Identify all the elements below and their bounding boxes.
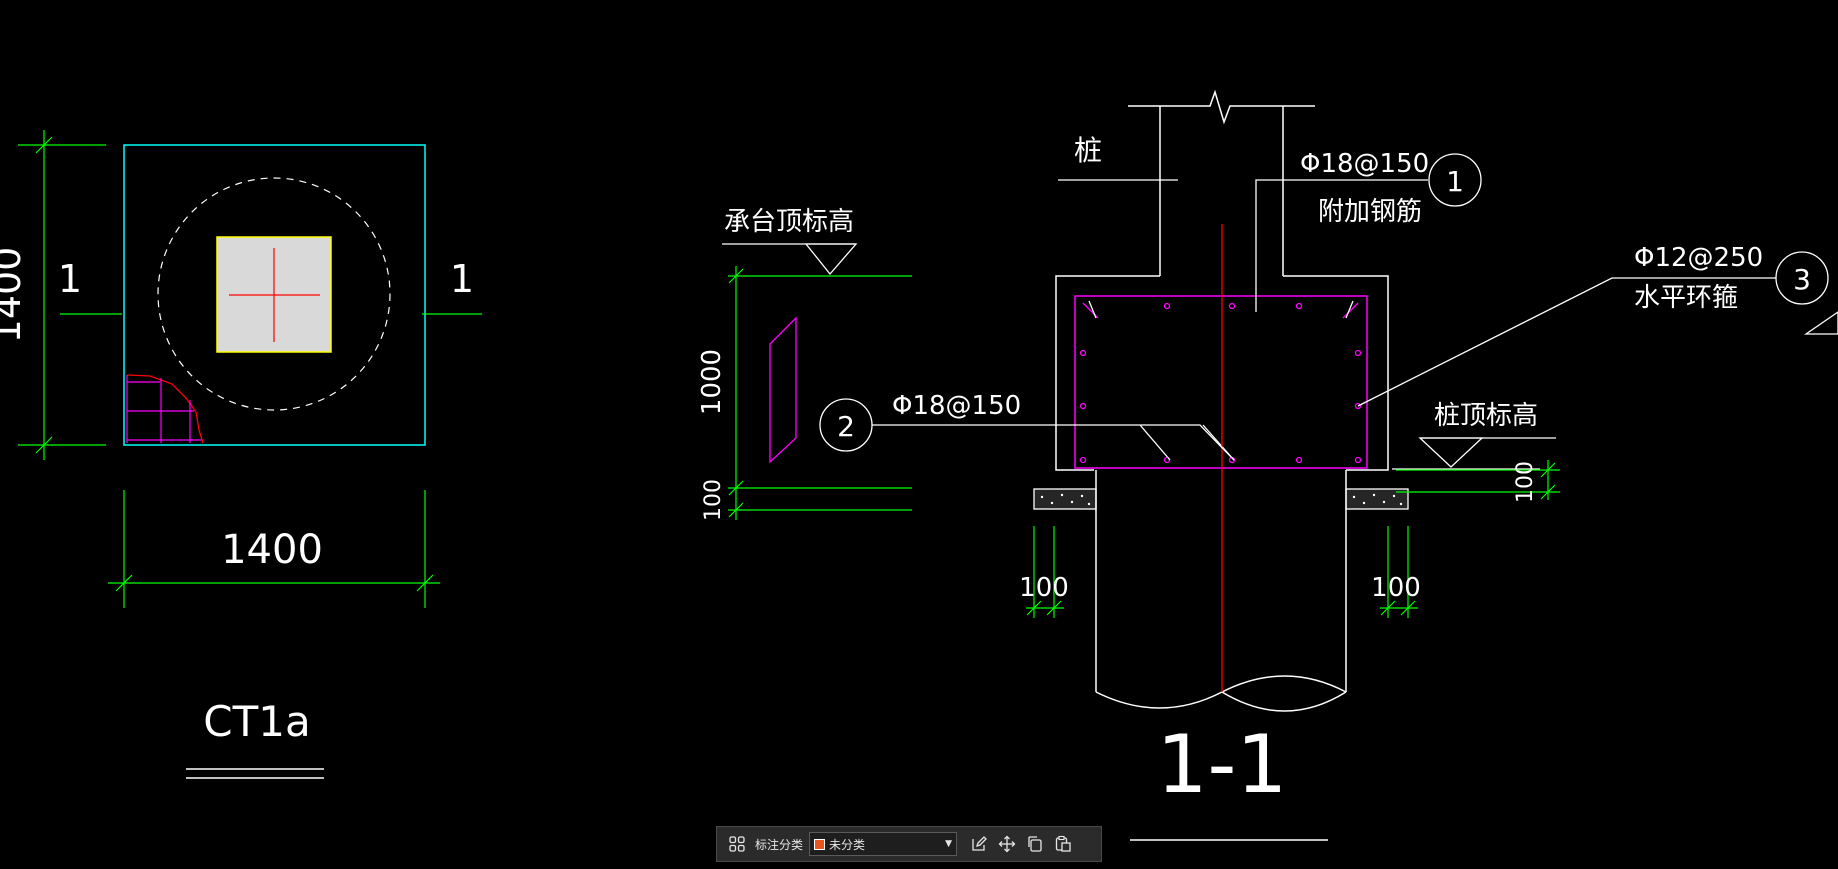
dim-right-offset-text: 100: [1371, 573, 1421, 603]
cushion-hatch: [1040, 493, 1403, 506]
rebar-3-desc: 水平环箍: [1634, 283, 1738, 313]
plan-dim-left-text: 1400: [0, 247, 29, 344]
chevron-down-icon: ▼: [945, 839, 953, 849]
cushion-left: [1033, 488, 1097, 510]
grid-icon[interactable]: [726, 833, 748, 855]
dim-cushion-right: [1396, 460, 1560, 500]
section-view: 桩: [697, 89, 1838, 841]
leader-rebar-3: [1357, 251, 1829, 407]
plan-dim-bottom-text: 1400: [221, 527, 323, 573]
label-pile: 桩: [1074, 134, 1102, 167]
dim-cap-height: [728, 266, 912, 520]
rebar-1-desc: 附加钢筋: [1318, 197, 1422, 227]
plan-dim-left: [18, 130, 106, 460]
annotation-toolbar: 标注分类 未分类 ▼: [716, 826, 1102, 862]
dim-right-offset: [1380, 526, 1418, 618]
label-pile-top: 桩顶标高: [1434, 401, 1538, 431]
dim-cushion-text: 100: [701, 479, 726, 521]
edit-icon[interactable]: [968, 833, 990, 855]
rebar-points: [1079, 302, 1362, 464]
dim-left-offset-text: 100: [1019, 573, 1069, 603]
dim-cushion-right-text: 100: [1513, 461, 1538, 503]
rebar-2-spec: Φ18@150: [892, 391, 1021, 421]
plan-dim-bottom: [108, 490, 440, 608]
partial-level-mark: [1803, 311, 1838, 335]
dim-left-offset: [1026, 526, 1064, 618]
paste-icon[interactable]: [1052, 833, 1074, 855]
rebar-1-num: 1: [1446, 165, 1464, 198]
column-outline: [1055, 89, 1389, 712]
category-label: 标注分类: [755, 837, 804, 852]
copy-icon[interactable]: [1024, 833, 1046, 855]
rebar-3-spec: Φ12@250: [1634, 243, 1763, 273]
rebar-elevation-mark: [769, 316, 797, 464]
section-title: 1-1: [1157, 718, 1288, 811]
corner-rebar-detail: [126, 374, 204, 444]
section-mark-right: 1: [450, 257, 474, 301]
cap-outline: [123, 144, 426, 446]
section-mark-left: 1: [58, 257, 82, 301]
pile-top-level: [1392, 437, 1556, 470]
dim-cap-height-text: 1000: [697, 349, 727, 415]
leader-rebar-1: [1255, 153, 1482, 312]
label-cap-top: 承台顶标高: [724, 207, 854, 237]
rebar-2-num: 2: [837, 410, 855, 443]
rebar-1-spec: Φ18@150: [1300, 149, 1429, 179]
leader-rebar-2: [819, 398, 1235, 461]
rebar-cage: [1074, 295, 1368, 469]
plan-name: CT1a: [203, 697, 310, 746]
category-value: 未分类: [829, 837, 866, 852]
move-icon[interactable]: [996, 833, 1018, 855]
category-dropdown[interactable]: 未分类 ▼: [809, 832, 958, 856]
cushion-right: [1345, 488, 1409, 510]
plan-view: 1400 1 1 1400 CT1a: [0, 130, 482, 779]
rebar-3-num: 3: [1793, 263, 1811, 296]
pile-circle: [157, 177, 391, 411]
cap-top-level: [722, 243, 858, 276]
rebar-hooks: [1088, 300, 1354, 461]
category-color-swatch: [814, 838, 826, 850]
